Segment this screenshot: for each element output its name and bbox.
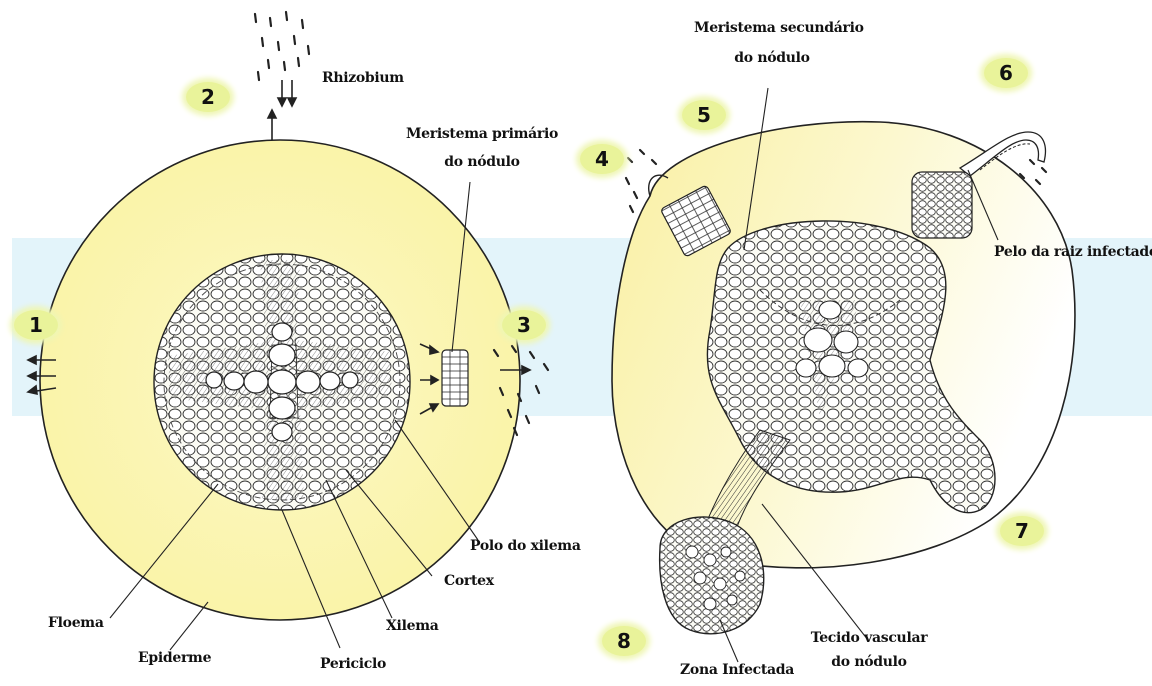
- stage-4-badge: 4: [580, 144, 624, 174]
- label-floema: Floema: [48, 615, 104, 631]
- primary-meristem: [442, 350, 468, 406]
- label-periciclo: Periciclo: [320, 656, 386, 672]
- label-primary-meristem-line1: Meristema primário: [404, 126, 560, 142]
- label-secondary-meristem-line1: Meristema secundário: [694, 20, 850, 36]
- label-primary-meristem: Meristema primário do nódulo: [404, 126, 560, 170]
- stage-7-badge: 7: [1000, 516, 1044, 546]
- infected-zone: [660, 517, 764, 634]
- label-tecido-vascular: Tecido vascular do nódulo: [804, 630, 934, 670]
- stage-5-badge: 5: [682, 100, 726, 130]
- right-nodule-section: [612, 88, 1075, 662]
- label-polo-xilema: Polo do xilema: [470, 538, 581, 554]
- label-secondary-meristem: Meristema secundário do nódulo: [694, 20, 850, 66]
- label-zona-infectada: Zona Infectada: [680, 662, 794, 678]
- stage-8-badge: 8: [602, 626, 646, 656]
- stage-1-badge: 1: [14, 310, 58, 340]
- stage-3-badge: 3: [502, 310, 546, 340]
- stage-6-badge: 6: [984, 58, 1028, 88]
- label-secondary-meristem-line2: do nódulo: [694, 50, 850, 66]
- label-tecido-vascular-line2: do nódulo: [804, 654, 934, 670]
- label-xilema: Xilema: [386, 618, 439, 634]
- label-primary-meristem-line2: do nódulo: [404, 154, 560, 170]
- label-cortex: Cortex: [444, 573, 494, 589]
- label-rhizobium: Rhizobium: [322, 70, 404, 86]
- label-epiderme: Epiderme: [138, 650, 211, 666]
- label-tecido-vascular-line1: Tecido vascular: [804, 630, 934, 646]
- label-pelo-raiz: Pelo da raiz infectado: [994, 244, 1152, 260]
- stage-2-badge: 2: [186, 82, 230, 112]
